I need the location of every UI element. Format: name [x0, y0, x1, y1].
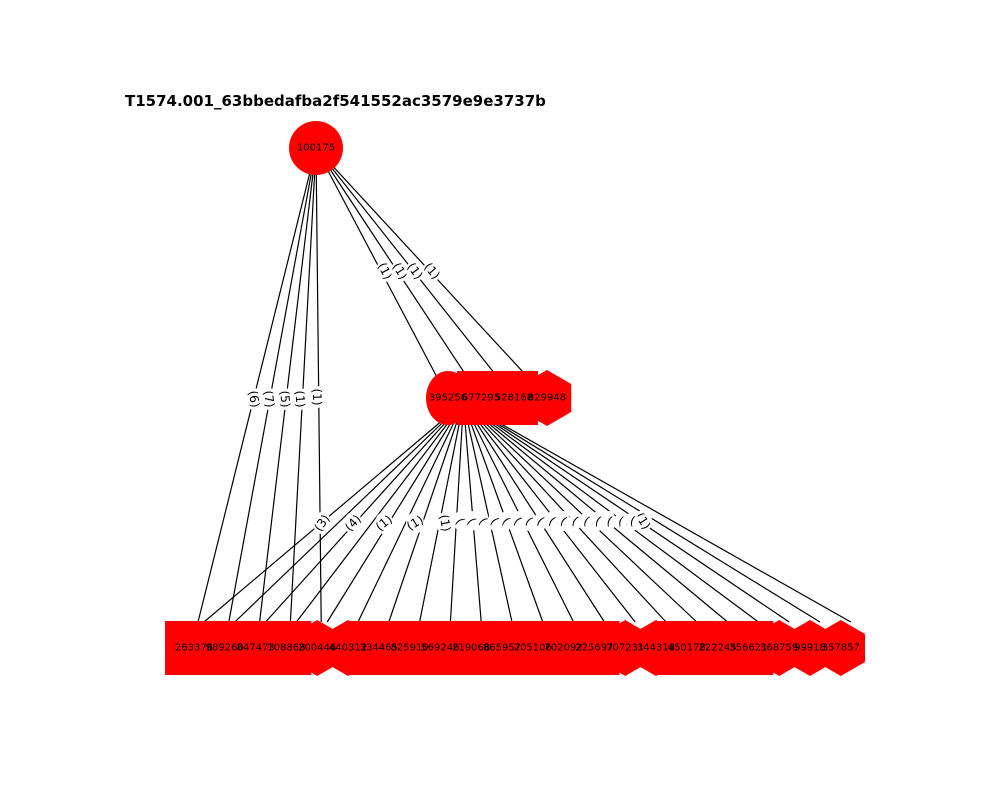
edge-label-bg — [276, 388, 294, 410]
edge-label-bg — [523, 511, 535, 531]
node-label-leaf: 847473 — [237, 643, 275, 654]
edge-label-fragment: ( — [453, 515, 467, 526]
node-label-leaf: 825910 — [391, 643, 429, 654]
node-middle — [522, 370, 572, 426]
edge-label: (1) — [310, 388, 325, 405]
edge-label-bg — [376, 260, 394, 282]
edge-root-to-leaf — [315, 147, 322, 623]
edge-label: (1) — [373, 512, 395, 534]
edge-middle-to-leaf — [295, 413, 456, 623]
edge-label-fragment: ( — [617, 514, 626, 529]
node-label-middle: 677295 — [462, 393, 500, 404]
edge-label-bg — [580, 511, 593, 531]
node-label-leaf: 702092 — [545, 643, 583, 654]
edge-middle-to-leaf — [234, 413, 453, 623]
edge-label-bg — [313, 512, 331, 534]
node-label-leaf: 569246 — [421, 643, 459, 654]
node-leaf — [816, 620, 865, 676]
edge-label-bg — [291, 388, 309, 410]
edge-label: (6) — [246, 389, 263, 408]
edge-label-bg — [260, 388, 278, 410]
node-label-leaf: 225697 — [575, 643, 613, 654]
node-label-leaf: 344318 — [637, 643, 675, 654]
edge-root-to-leaf — [289, 147, 317, 623]
edge-label: (1) — [292, 390, 307, 408]
edge-label-bg — [557, 511, 570, 531]
edge-label-bg — [344, 512, 362, 534]
graph-title: T1574.001_63bbedafba2f541552ac3579e9e373… — [125, 92, 546, 110]
edge-label-bg — [391, 260, 409, 282]
edge-label: (1) — [421, 260, 443, 282]
node-label-middle: 829948 — [528, 393, 566, 404]
node-label-middle: 528168 — [495, 393, 533, 404]
node-label-leaf: 440312 — [329, 643, 367, 654]
edge-root-to-leaf — [197, 147, 317, 623]
edge-label-bg — [308, 386, 326, 408]
edge-label: (1) — [404, 513, 426, 534]
edge-label-bg — [488, 511, 501, 531]
edge-label-fragment: ( — [605, 514, 614, 529]
edge-middle-to-leaf — [388, 413, 461, 623]
edge-label-fragment: ( — [558, 514, 570, 528]
edge-label-bg — [245, 388, 263, 410]
edge-label-bg — [436, 512, 454, 534]
edge-root-to-leaf — [259, 147, 317, 623]
edge-root-to-leaf — [228, 147, 317, 623]
edge-label-bg — [546, 511, 558, 531]
edge-label-fragment: ( — [593, 514, 603, 529]
edge-label-bg — [477, 511, 489, 531]
edge-label-bg — [406, 512, 424, 534]
edge-label-fragment: ( — [581, 514, 592, 529]
node-label-leaf: 222245 — [699, 643, 737, 654]
node-label-root: 100175 — [297, 143, 335, 154]
node-label-leaf: 200446 — [298, 643, 336, 654]
node-label-leaf: 357857 — [822, 643, 860, 654]
edge-label-bg — [592, 511, 604, 531]
edge-label-bg — [465, 511, 478, 531]
edge-label-bg — [375, 512, 393, 534]
edge-label: (1) — [437, 513, 454, 532]
node-label-middle: 395256 — [429, 393, 467, 404]
node-label-leaf: 707231 — [606, 643, 644, 654]
edge-label-bg — [406, 260, 424, 282]
edge-label-bg — [626, 511, 639, 531]
node-label-leaf: 356621 — [729, 643, 767, 654]
node-label-leaf: 108868 — [267, 643, 305, 654]
node-label-leaf: 99918 — [794, 643, 826, 654]
edge-label-bg — [511, 511, 524, 531]
node-label-leaf: 263376 — [175, 643, 213, 654]
node-label-leaf: 334465 — [360, 643, 398, 654]
edge-label-bg — [615, 511, 627, 531]
node-label-leaf: 865957 — [483, 643, 521, 654]
edge-label-bg — [534, 511, 547, 531]
edge-label-fragment: ( — [628, 514, 636, 529]
node-label-leaf: 368759 — [760, 643, 798, 654]
node-root — [289, 121, 343, 175]
edge-label-fragment: ( — [569, 514, 580, 528]
node-label-leaf: 205106 — [514, 643, 552, 654]
edge-label-bg — [423, 260, 441, 282]
edge-middle-to-leaf — [483, 413, 852, 623]
node-label-leaf: 219068 — [452, 643, 490, 654]
edge-label: (7) — [261, 390, 277, 409]
edge-label-fragment: ( — [464, 515, 478, 527]
node-label-leaf: 989260 — [206, 643, 244, 654]
node-label-leaf: 450178 — [668, 643, 706, 654]
edge-label: (5) — [277, 390, 293, 408]
edge-label-bg — [603, 511, 616, 531]
edge-label-bg — [634, 510, 652, 532]
edge-labels-layer: (1)(1)(1)(1)(6)(7)(5)(1)(1)(3)(4)(1)(1)(… — [245, 260, 653, 534]
edge-label-bg — [500, 511, 512, 531]
edge-label-bg — [454, 511, 466, 531]
edge-label-bg — [569, 511, 581, 531]
